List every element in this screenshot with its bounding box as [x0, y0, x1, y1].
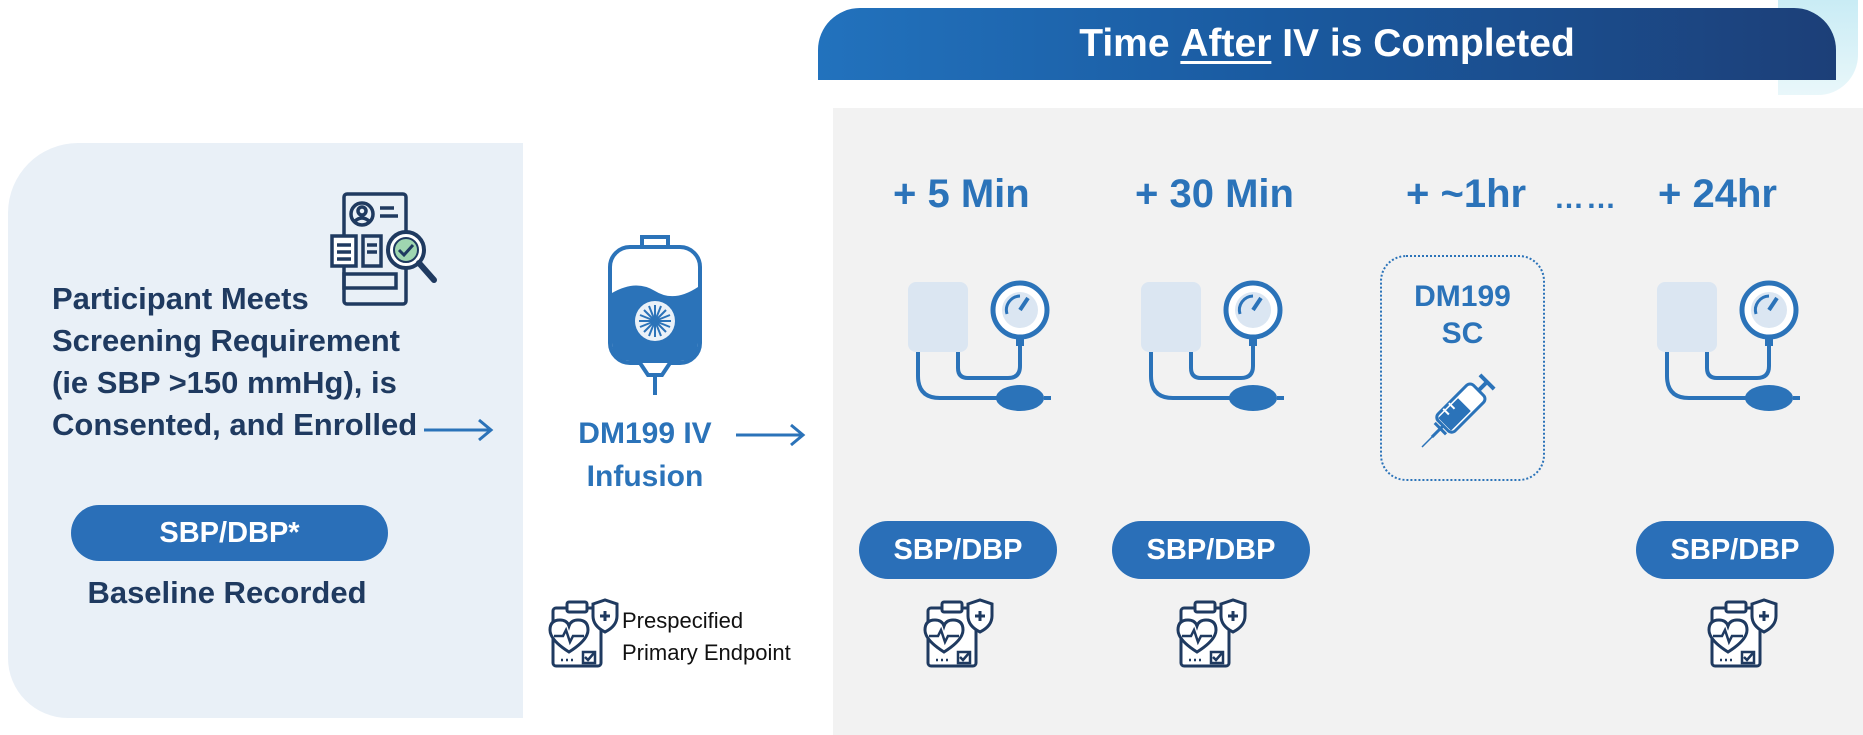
legend-line: Primary Endpoint	[622, 640, 791, 665]
right-arrow-icon	[736, 423, 806, 447]
screening-line: (ie SBP >150 mmHg), is	[52, 365, 397, 400]
timepoint-label-30min: + 30 Min	[1135, 172, 1294, 216]
screening-line: Screening Requirement	[52, 323, 400, 358]
timepoint-label-5min: + 5 Min	[893, 172, 1030, 216]
timepoint-label-24hr: + 24hr	[1658, 172, 1777, 216]
sc-dose-label: DM199 SC	[1380, 278, 1545, 352]
infusion-line: Infusion	[586, 460, 704, 493]
screening-line: Participant Meets	[52, 281, 309, 316]
syringe-icon	[1421, 373, 1496, 448]
measure-pill-5min: SBP/DBP	[859, 521, 1057, 579]
baseline-measure-pill: SBP/DBP*	[71, 505, 388, 561]
right-arrow-icon	[424, 418, 494, 442]
timeline-header: Time After IV is Completed	[818, 8, 1836, 80]
timeline-panel	[833, 108, 1863, 735]
infusion-label: DM199 IV Infusion	[560, 412, 730, 498]
header-title-before: Time	[1079, 22, 1181, 65]
measure-pill-30min: SBP/DBP	[1112, 521, 1310, 579]
blood-pressure-monitor-icon	[1657, 280, 1800, 411]
infusion-line: DM199 IV	[578, 417, 712, 450]
header-title-emphasis: After	[1180, 22, 1272, 65]
sc-dose-line: DM199	[1414, 280, 1511, 313]
medical-report-icon	[1176, 598, 1247, 668]
legend-label: Prespecified Primary Endpoint	[622, 605, 791, 669]
screening-criteria: Participant Meets Screening Requirement …	[52, 278, 432, 446]
medical-report-icon	[548, 598, 619, 668]
baseline-label: Baseline Recorded	[87, 575, 367, 610]
timepoint-label-1hr: + ~1hr	[1406, 172, 1527, 216]
screening-line: Consented, and Enrolled	[52, 407, 418, 442]
sc-dose-box	[1380, 255, 1545, 481]
measure-pill-24hr: SBP/DBP	[1636, 521, 1834, 579]
document-search-icon	[330, 192, 437, 306]
iv-bag-icon	[608, 235, 702, 395]
legend-line: Prespecified	[622, 608, 744, 633]
medical-report-icon	[1707, 598, 1778, 668]
medical-report-icon	[923, 598, 994, 668]
ellipsis: ……	[1554, 182, 1618, 215]
blood-pressure-monitor-icon	[1141, 280, 1284, 411]
header-title-after: IV is Completed	[1271, 22, 1575, 65]
sc-dose-line: SC	[1441, 317, 1484, 350]
blood-pressure-monitor-icon	[908, 280, 1051, 411]
